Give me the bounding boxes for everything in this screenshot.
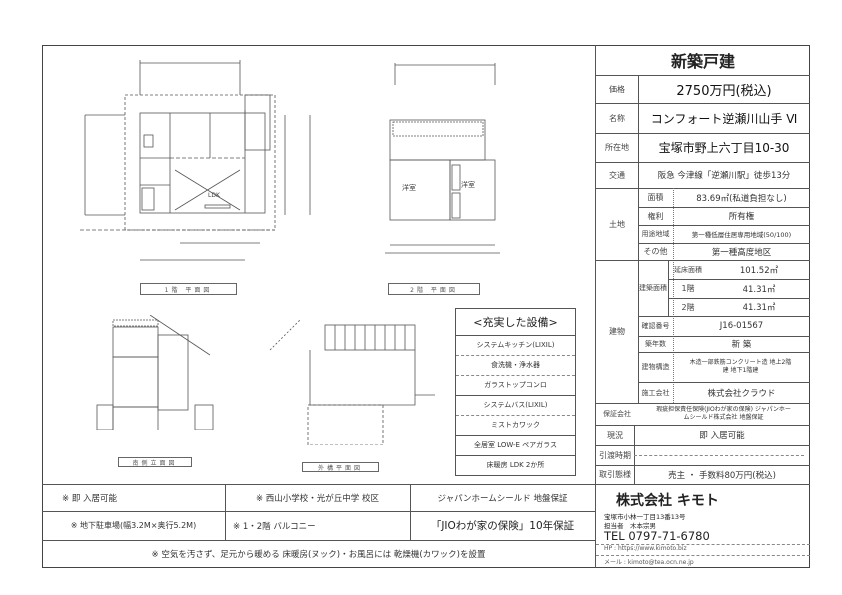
- equipment-item: システムキッチン(LIXIL): [476, 341, 555, 349]
- name-label: 名称: [609, 113, 625, 123]
- feature-ground-warranty: ジャパンホームシールド 地盤保証: [437, 493, 568, 504]
- company-contact: 担当者 木本宗男: [604, 522, 656, 530]
- room-label-2f-west: 洋室: [402, 184, 416, 192]
- land-other-value: 第一種高度地区: [711, 247, 772, 258]
- floor-plan-2f: [385, 63, 500, 254]
- room-label-2f-east: 洋室: [461, 181, 475, 189]
- equipment-item: 床暖房 LDK 2か所: [486, 461, 545, 469]
- transport-value: 阪急 今津線「逆瀬川駅」徒歩13分: [657, 171, 791, 181]
- elevation-caption: 南側立面図: [118, 457, 192, 467]
- building-area-label: 建築面積: [639, 284, 667, 292]
- feature-move-in: ※ 即 入居可能: [62, 493, 118, 504]
- exterior-caption: 外構平面図: [302, 462, 379, 472]
- equipment-item: ミストカワック: [491, 421, 540, 429]
- land-rights-label: 権利: [647, 211, 664, 221]
- company-tel: TEL 0797-71-6780: [604, 529, 710, 543]
- building-label: 建物: [609, 327, 625, 336]
- status-value: 即 入居可能: [699, 431, 745, 441]
- delivery-label: 引渡時期: [599, 450, 631, 460]
- total-floor-value: 101.52㎡: [739, 265, 779, 276]
- page-title: 新築戸建: [670, 52, 735, 71]
- floor1-caption: 1階 平面図: [140, 283, 237, 295]
- company-block: 株式会社 キモト 宝塚市小林一丁目13番13号 担当者 木本宗男 TEL 079…: [595, 485, 810, 568]
- room-label-1f-ldk: LDK: [208, 192, 220, 199]
- spec-table: 新築戸建 価格 2750万円(税込) 名称 コンフォート逆瀬川山手 Ⅵ 所在地 …: [595, 45, 810, 485]
- zoning-value: 第一種低層住居専用地域(50/100): [691, 231, 792, 239]
- floor1-label: 1階: [681, 284, 695, 293]
- company-address: 宝塚市小林一丁目13番13号: [604, 513, 686, 521]
- total-floor-label: 延床面積: [674, 265, 702, 274]
- floor2-label: 2階: [681, 302, 695, 312]
- floor-plan-1f: [80, 60, 311, 261]
- transaction-label: 取引態様: [599, 470, 631, 479]
- land-area-value: 83.69㎡(私道負担なし): [696, 193, 787, 204]
- warranty-value: 瑕疵担保責任保険(JIOわが家の保険) ジャパンホームシールド株式会社 地盤保証: [656, 406, 791, 421]
- land-label: 土地: [609, 219, 625, 229]
- address-label: 所在地: [605, 143, 629, 152]
- flyer-frame: [42, 45, 810, 568]
- age-value: 新 築: [731, 340, 752, 350]
- company-email-link[interactable]: メール : kimoto@tea.ocn.ne.jp: [604, 559, 694, 566]
- company-homepage-link[interactable]: HP : https://www.kimoto.biz: [604, 545, 687, 552]
- floor2-caption: 2階 平面図: [388, 283, 480, 295]
- land-area-label: 面積: [647, 193, 664, 202]
- feature-school: ※ 西山小学校・光が丘中学 校区: [255, 493, 380, 504]
- company-name: 株式会社 キモト: [616, 493, 719, 509]
- price-value: 2750万円(税込): [676, 83, 772, 99]
- structure-label: 建物構造: [641, 363, 670, 371]
- equipment-box: <充実した設備> システムキッチン(LIXIL) 食洗機・浄水器 ガラストップコ…: [455, 308, 576, 476]
- name-value: コンフォート逆瀬川山手 Ⅵ: [650, 111, 798, 126]
- feature-jio-warranty: 「JIOわが家の保険」10年保証: [430, 520, 575, 532]
- transport-label: 交通: [609, 170, 625, 180]
- equipment-title: <充実した設備>: [473, 316, 558, 329]
- exterior-plan-drawing: [269, 319, 435, 445]
- feature-floor-heating: ※ 空気を汚さず、足元から暖める 床暖房(ヌック)・お風呂には 乾燥機(カワック…: [151, 550, 486, 560]
- equipment-item: ガラストップコンロ: [484, 381, 547, 389]
- warranty-label: 保証会社: [603, 410, 631, 418]
- floor2-value: 41.31㎡: [742, 303, 776, 313]
- feature-balcony: ※ 1・2階 バルコニー: [233, 521, 316, 532]
- zoning-label: 用途地域: [641, 230, 670, 238]
- land-other-label: その他: [643, 247, 668, 256]
- equipment-item: 食洗機・浄水器: [491, 361, 540, 369]
- status-label: 現況: [607, 430, 623, 440]
- confirm-label: 確認番号: [641, 322, 670, 330]
- floor1-value: 41.31㎡: [742, 284, 776, 295]
- transaction-value: 売主 ・ 手数料80万円(税込): [668, 470, 776, 481]
- price-label: 価格: [609, 84, 625, 94]
- builder-label: 施工会社: [641, 388, 670, 397]
- feature-parking: ※ 地下駐車場(幅3.2M×奥行5.2M): [70, 521, 197, 530]
- age-label: 築年数: [645, 340, 666, 348]
- equipment-item: 全居室 LOW-E ペアガラス: [473, 441, 558, 449]
- equipment-item: システムバス(LIXIL): [483, 401, 548, 409]
- confirm-value: J16-01567: [719, 321, 764, 331]
- builder-value: 株式会社クラウド: [707, 388, 776, 399]
- land-rights-value: 所有権: [728, 212, 755, 222]
- south-elevation-drawing: [96, 315, 214, 430]
- address-value: 宝塚市野上六丁目10-30: [658, 141, 790, 155]
- structure-value: 木造一部鉄筋コンクリート造 地上2階建 地下1階建: [689, 359, 792, 374]
